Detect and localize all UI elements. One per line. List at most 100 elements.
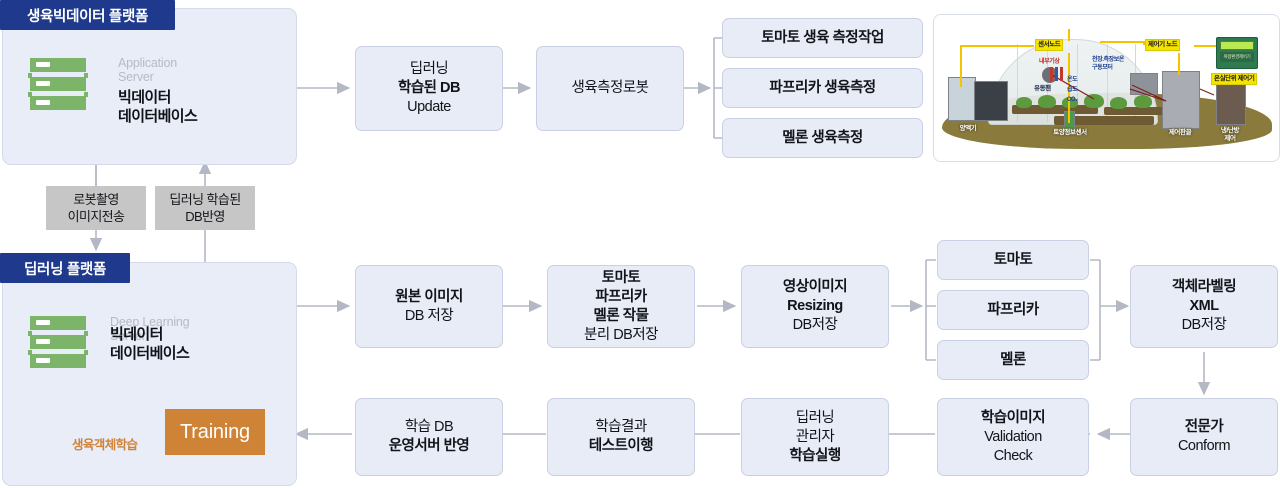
signal-wire bbox=[1178, 53, 1180, 75]
server-subtitle: Application Server bbox=[118, 56, 177, 84]
tab-deeplearning-platform[interactable]: 딥러닝 플랫폼 bbox=[0, 253, 130, 283]
node-training-db-deploy[interactable]: 학습 DB 운영서버 반영 bbox=[355, 398, 503, 476]
node-melon-growth-measure[interactable]: 멜론 생육측정 bbox=[722, 118, 923, 158]
control-panel-caption: 제어판끌 bbox=[1168, 129, 1192, 136]
hvac-caption: 냉/난방 제어 bbox=[1220, 127, 1240, 142]
node-crop-tomato[interactable]: 토마토 bbox=[937, 240, 1089, 280]
hvac-unit bbox=[1216, 83, 1246, 125]
signal-wire bbox=[1143, 41, 1145, 45]
node-line: 학습결과 bbox=[595, 419, 647, 435]
node-expert-conform[interactable]: 전문가 Conform bbox=[1130, 398, 1278, 476]
crop-bed bbox=[1054, 116, 1154, 125]
circulation-fan-label: 유동팬 bbox=[1034, 85, 1051, 92]
training-box[interactable]: Training bbox=[165, 409, 265, 455]
nutrient-supply-caption: 양액기 bbox=[959, 125, 977, 132]
crop-bed bbox=[1012, 105, 1098, 114]
node-line: 운영서버 반영 bbox=[388, 438, 470, 454]
node-training-image-validation[interactable]: 학습이미지 Validation Check bbox=[937, 398, 1089, 476]
node-paprika-growth-measure[interactable]: 파프리카 생육측정 bbox=[722, 68, 923, 108]
node-line: Resizing bbox=[787, 298, 843, 314]
temp-bar-icon bbox=[1050, 67, 1053, 81]
node-object-labeling-xml[interactable]: 객체라벨링 XML DB저장 bbox=[1130, 265, 1278, 348]
crop-plant bbox=[1084, 94, 1104, 108]
bridge-label-deeplearning-db-apply: 딥러닝 학습된 DB반영 bbox=[155, 186, 255, 230]
node-line: 분리 DB저장 bbox=[583, 326, 659, 343]
server-rack-icon bbox=[28, 58, 88, 110]
node-line: 토마토 bbox=[601, 269, 641, 286]
signal-wire bbox=[960, 45, 1034, 47]
server-title: 빅데이터 데이터베이스 bbox=[118, 89, 198, 125]
co2-label: CO₂ bbox=[1067, 97, 1078, 103]
node-line: 생육측정로봇 bbox=[571, 80, 649, 96]
node-line: 전문가 bbox=[1184, 419, 1224, 435]
node-line: DB저장 bbox=[1181, 317, 1227, 333]
node-line: 학습이미지 bbox=[980, 409, 1046, 426]
greenhouse-unit-controller-tag: 온실단위 제어기 bbox=[1211, 73, 1258, 85]
crop-plant bbox=[1110, 97, 1127, 109]
node-line: 원본 이미지 bbox=[395, 288, 463, 305]
crop-plant bbox=[1038, 95, 1056, 108]
internal-weather-label: 내부기상 bbox=[1039, 59, 1060, 65]
node-line: 멜론 작물 bbox=[593, 307, 649, 324]
node-line: 객체라벨링 bbox=[1171, 279, 1237, 295]
node-line: 딥러닝 bbox=[795, 409, 835, 426]
node-label: 토마토 생육 측정작업 bbox=[761, 29, 884, 46]
controller-screen bbox=[1220, 41, 1254, 50]
node-label: 멜론 생육측정 bbox=[782, 129, 863, 146]
node-line: 학습된 DB bbox=[398, 80, 461, 96]
node-line: 딥러닝 bbox=[409, 61, 449, 77]
signal-wire bbox=[1100, 41, 1144, 43]
nutrient-supply-machine bbox=[948, 77, 976, 121]
node-image-resizing-db[interactable]: 영상이미지 Resizing DB저장 bbox=[741, 265, 889, 348]
training-loop-label: 생육객체학습 bbox=[72, 438, 138, 452]
signal-wire bbox=[1068, 53, 1070, 123]
controller-screen-text: 복합환경제어기 bbox=[1220, 52, 1254, 62]
node-line: 학습실행 bbox=[789, 447, 841, 464]
complex-environment-controller: 복합환경제어기 bbox=[1216, 37, 1258, 69]
node-original-image-db[interactable]: 원본 이미지 DB 저장 bbox=[355, 265, 503, 348]
humidity-bar-icon bbox=[1055, 67, 1058, 81]
signal-wire bbox=[1068, 29, 1070, 41]
humidity-label: 습도 bbox=[1067, 87, 1078, 93]
node-label: 파프리카 bbox=[987, 301, 1039, 318]
co2-bar-icon bbox=[1060, 67, 1063, 81]
sensor-node-tag: 센서노드 bbox=[1035, 39, 1064, 51]
ceiling-insulation-motor-label: 천장.측장보온 구동모터 bbox=[1092, 57, 1124, 71]
node-line: Update bbox=[407, 99, 451, 115]
crop-plant bbox=[1062, 97, 1078, 108]
temperature-label: 온도 bbox=[1067, 77, 1078, 83]
node-line: 파프리카 bbox=[595, 288, 647, 305]
server-subtitle: Deep Learning Server bbox=[110, 315, 190, 343]
controller-node-tag: 제어기 노드 bbox=[1145, 39, 1181, 51]
bridge-label-robot-capture-transfer: 로봇촬영 이미지전송 bbox=[46, 186, 146, 230]
node-line: 관리자 bbox=[795, 428, 835, 445]
tab-growth-bigdata-platform[interactable]: 생육빅데이터 플랫폼 bbox=[0, 0, 175, 30]
soil-sensor-device bbox=[1064, 111, 1075, 131]
node-line: DB 저장 bbox=[404, 307, 454, 324]
node-line: Validation bbox=[984, 428, 1042, 445]
nutrient-tank-rack bbox=[974, 81, 1008, 121]
node-line: 영상이미지 bbox=[782, 279, 848, 295]
node-label: 토마토 bbox=[993, 251, 1033, 268]
node-growth-measure-robot[interactable]: 생육측정로봇 bbox=[536, 46, 684, 131]
server-title: 빅데이터 데이터베이스 bbox=[110, 326, 190, 362]
node-crop-melon[interactable]: 멜론 bbox=[937, 340, 1089, 380]
node-line: Conform bbox=[1177, 438, 1231, 454]
node-training-result-test[interactable]: 학습결과 테스트이행 bbox=[547, 398, 695, 476]
greenhouse-pointer-lines bbox=[1051, 74, 1215, 102]
drive-motor bbox=[1130, 73, 1158, 95]
node-tomato-growth-measure-task[interactable]: 토마토 생육 측정작업 bbox=[722, 18, 923, 58]
node-deeplearning-admin-run[interactable]: 딥러닝 관리자 학습실행 bbox=[741, 398, 889, 476]
crop-plant bbox=[1134, 95, 1152, 108]
node-label: 파프리카 생육측정 bbox=[769, 79, 876, 96]
node-crop-paprika[interactable]: 파프리카 bbox=[937, 290, 1089, 330]
node-deeplearning-db-update[interactable]: 딥러닝 학습된 DB Update bbox=[355, 46, 503, 131]
greenhouse-illustration: 센서노드 제어기 노드 온실단위 제어기 복합환경제어기 내부기상 천장.측장보… bbox=[933, 14, 1280, 162]
node-crop-split-db[interactable]: 토마토 파프리카 멜론 작물 분리 DB저장 bbox=[547, 265, 695, 348]
node-line: XML bbox=[1189, 298, 1219, 314]
signal-wire bbox=[1194, 45, 1220, 47]
server-rack-icon bbox=[28, 316, 88, 368]
node-line: Check bbox=[993, 447, 1033, 464]
node-line: 학습 DB bbox=[404, 419, 454, 435]
